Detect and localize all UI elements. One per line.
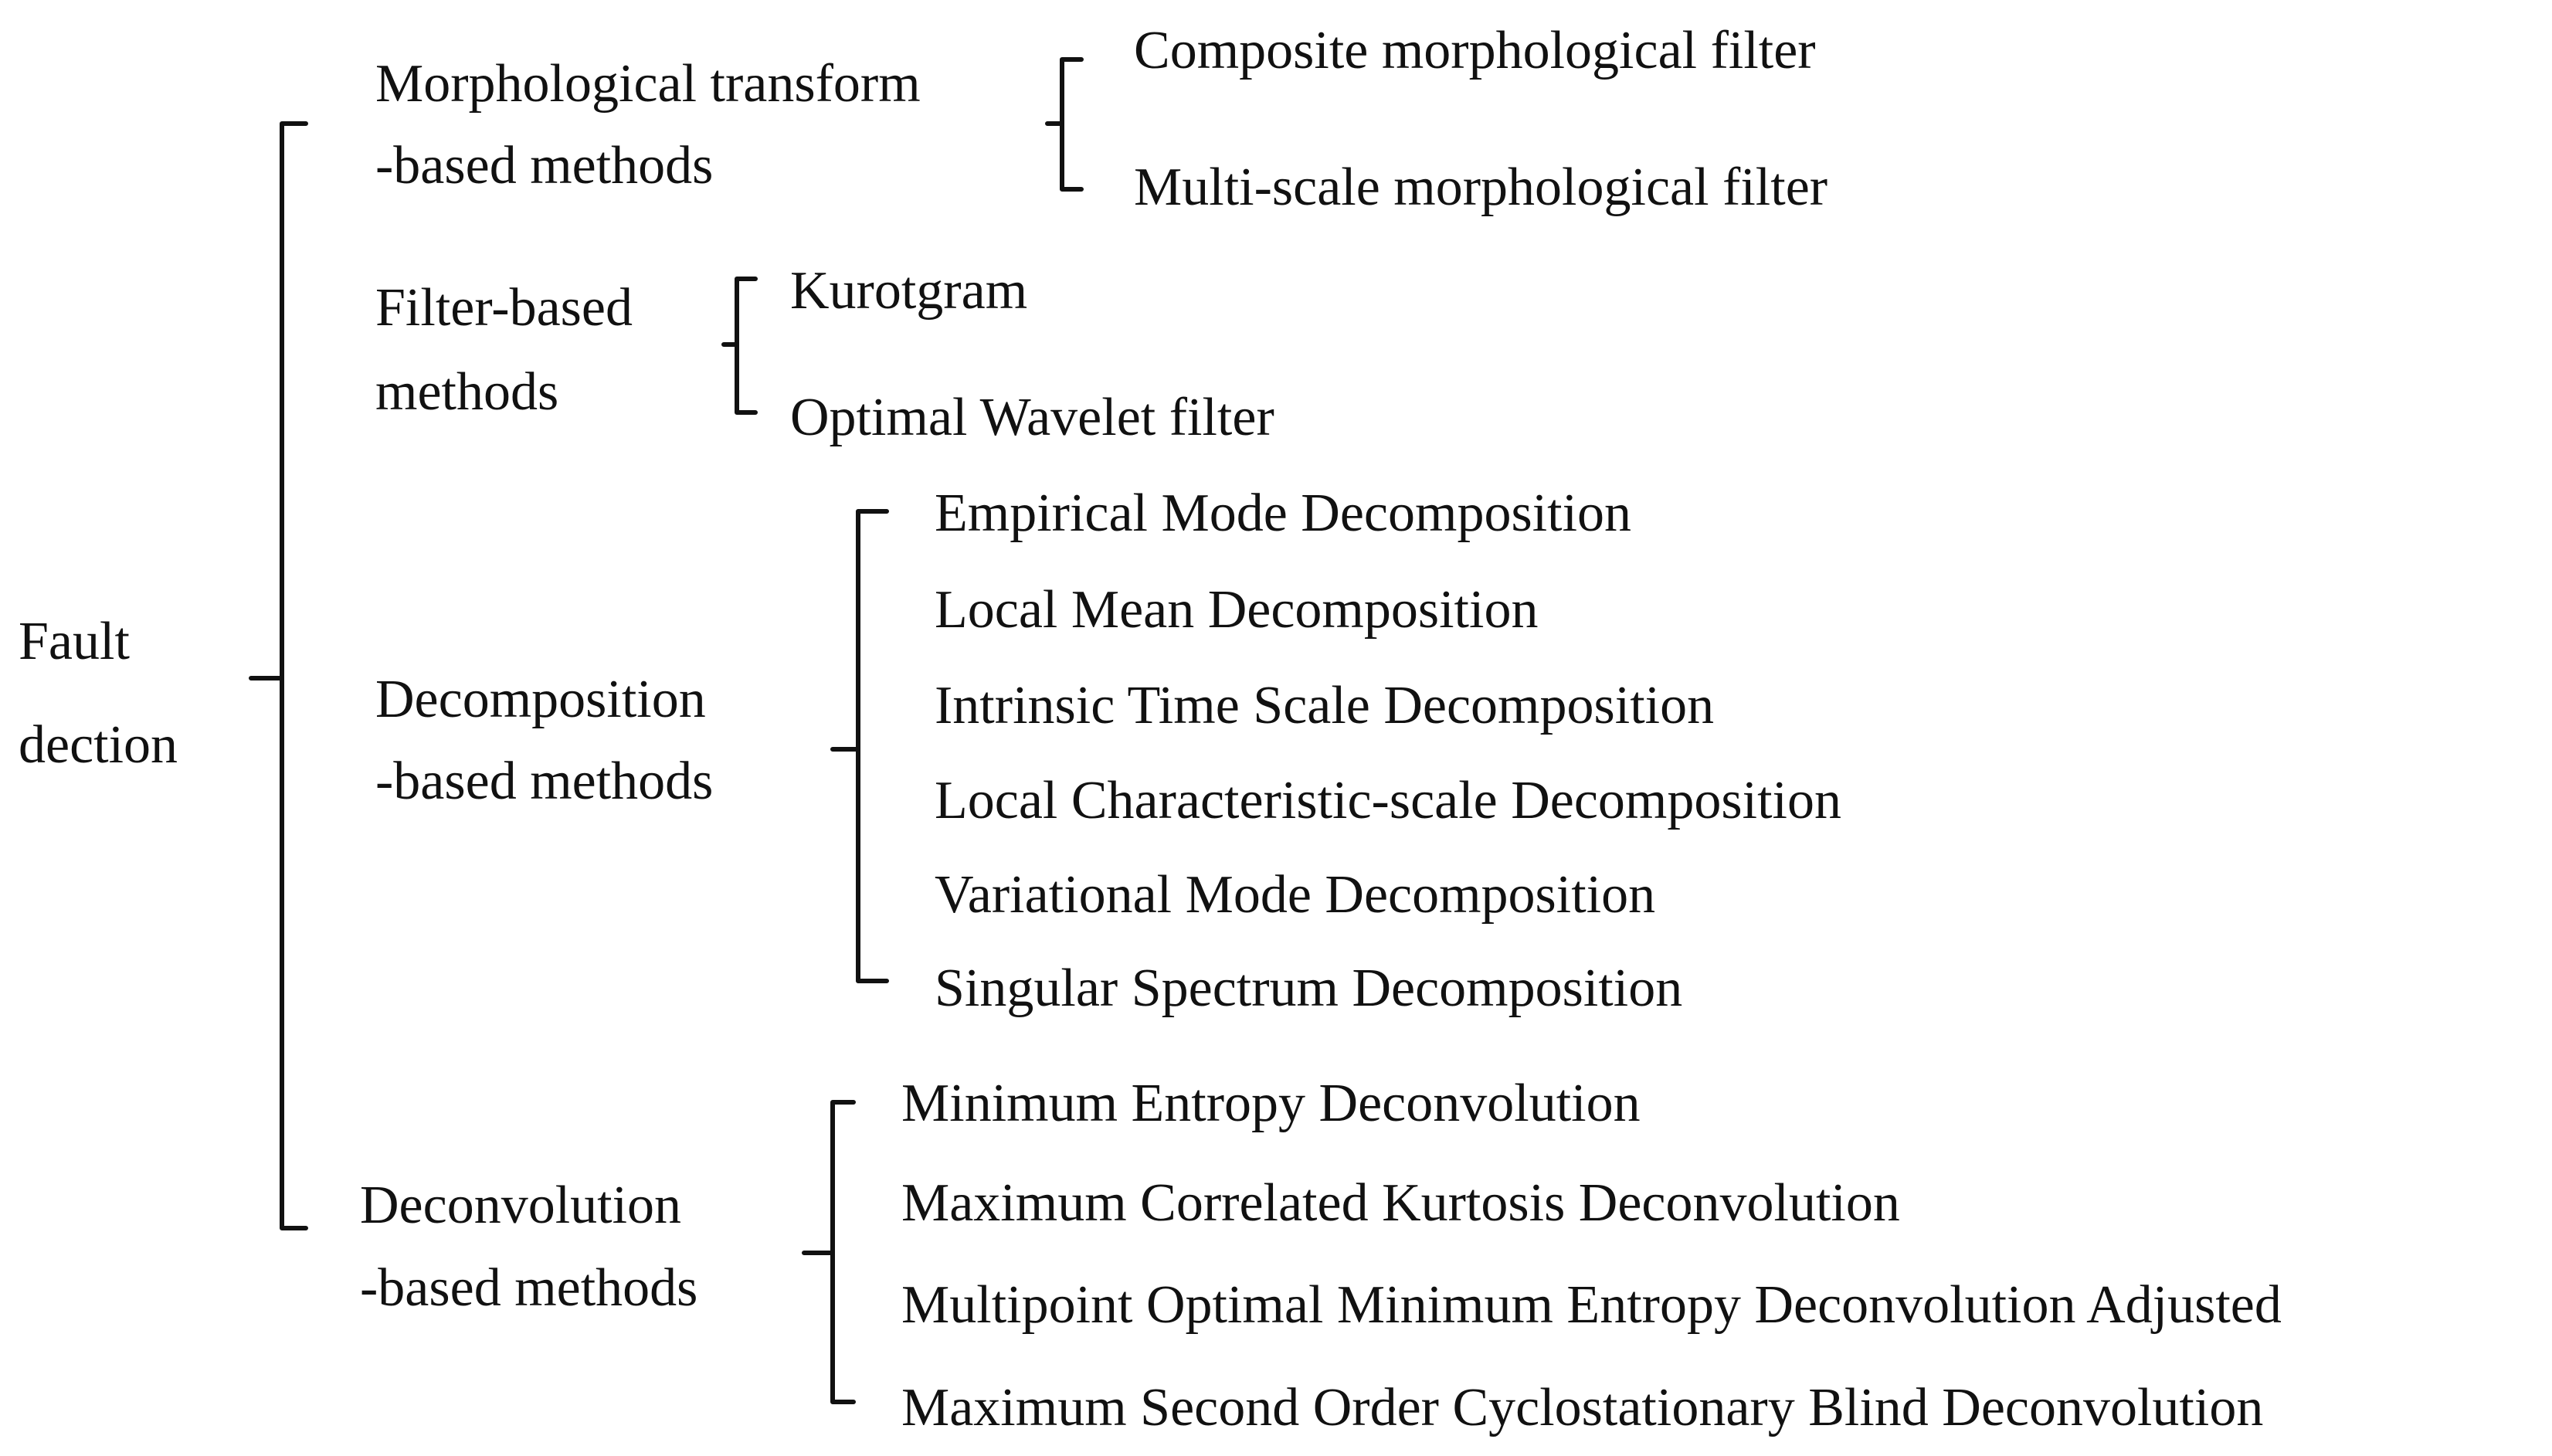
- group-3-bracket: [830, 509, 889, 983]
- group-1-item-1: Composite morphological filter: [1134, 21, 1816, 80]
- group-1-bracket: [1045, 57, 1084, 192]
- group-2-bracket: [721, 277, 758, 415]
- group-3-label-line-1: Decomposition: [375, 670, 706, 729]
- group-1-label-line-1: Morphological transform: [375, 54, 921, 114]
- group-4-item-2: Maximum Correlated Kurtosis Deconvolutio…: [901, 1173, 1900, 1233]
- group-4-bracket: [802, 1100, 856, 1404]
- group-1-label-line-2: -based methods: [375, 136, 714, 195]
- root-label-line-2: dection: [19, 715, 178, 775]
- group-3-label-line-2: -based methods: [375, 752, 714, 811]
- group-2-item-2: Optimal Wavelet filter: [790, 388, 1274, 447]
- group-4-item-1: Minimum Entropy Deconvolution: [901, 1074, 1641, 1133]
- group-3-item-6: Singular Spectrum Decomposition: [935, 959, 1683, 1018]
- group-4-label-line-1: Deconvolution: [360, 1176, 682, 1235]
- group-3-item-1: Empirical Mode Decomposition: [935, 484, 1632, 543]
- group-3-item-5: Variational Mode Decomposition: [935, 865, 1656, 925]
- group-3-item-4: Local Characteristic-scale Decomposition: [935, 771, 1841, 830]
- group-2-item-1: Kurotgram: [790, 261, 1028, 321]
- group-3-item-2: Local Mean Decomposition: [935, 580, 1539, 640]
- group-4-item-4: Maximum Second Order Cyclostationary Bli…: [901, 1378, 2264, 1437]
- root-bracket: [249, 121, 308, 1230]
- group-4-item-3: Multipoint Optimal Minimum Entropy Decon…: [901, 1275, 2282, 1335]
- root-label-line-1: Fault: [19, 612, 130, 671]
- group-1-item-2: Multi-scale morphological filter: [1134, 158, 1828, 217]
- group-3-item-3: Intrinsic Time Scale Decomposition: [935, 676, 1715, 735]
- group-4-label-line-2: -based methods: [360, 1258, 698, 1318]
- group-2-label-line-1: Filter-based: [375, 278, 633, 338]
- group-2-label-line-2: methods: [375, 362, 559, 422]
